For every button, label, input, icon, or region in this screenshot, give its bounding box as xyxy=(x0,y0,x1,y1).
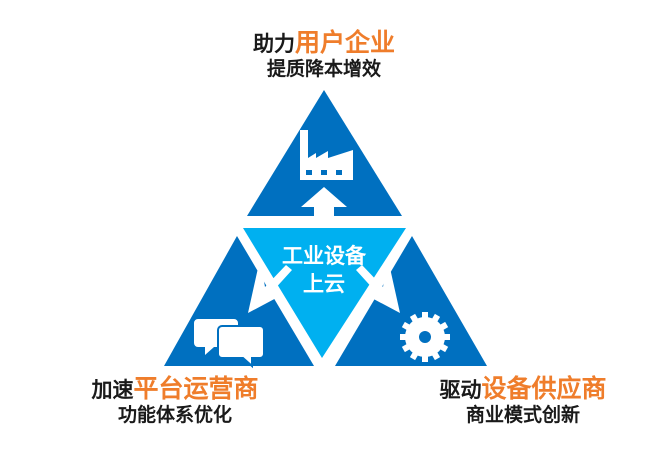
caption-top-highlight: 用户企业 xyxy=(294,28,395,57)
caption-top-title: 助力用户企业 xyxy=(224,30,424,57)
gear-icon xyxy=(400,312,450,362)
caption-left-subtitle: 功能体系优化 xyxy=(117,404,232,426)
center-label-line1: 工业设备 xyxy=(282,244,366,268)
caption-top-subtitle: 提质降本增效 xyxy=(266,58,381,80)
caption-equipment-supplier: 驱动设备供应商 商业模式创新 xyxy=(398,376,647,427)
caption-right-prefix: 驱动 xyxy=(439,378,482,402)
caption-right-title: 驱动设备供应商 xyxy=(398,376,647,403)
caption-left-highlight: 平台运营商 xyxy=(133,374,259,403)
right-triangle xyxy=(335,236,487,366)
down-left-arrow-icon xyxy=(248,265,292,313)
center-triangle xyxy=(243,228,406,358)
caption-top-prefix: 助力 xyxy=(252,32,295,56)
up-arrow-icon xyxy=(301,187,347,216)
top-triangle xyxy=(247,90,402,216)
caption-platform-operator: 加速平台运营商 功能体系优化 xyxy=(50,376,300,427)
caption-right-subtitle: 商业模式创新 xyxy=(465,404,580,426)
caption-left-prefix: 加速 xyxy=(91,378,134,402)
factory-icon xyxy=(300,130,353,180)
caption-user-enterprise: 助力用户企业 提质降本增效 xyxy=(224,30,424,81)
caption-left-title: 加速平台运营商 xyxy=(50,376,300,403)
caption-right-highlight: 设备供应商 xyxy=(481,374,607,403)
down-right-arrow-icon xyxy=(356,265,400,313)
chat-bubbles-icon xyxy=(194,319,265,369)
center-label: 工业设备 上云 xyxy=(262,242,386,298)
center-label-line2: 上云 xyxy=(303,272,345,296)
